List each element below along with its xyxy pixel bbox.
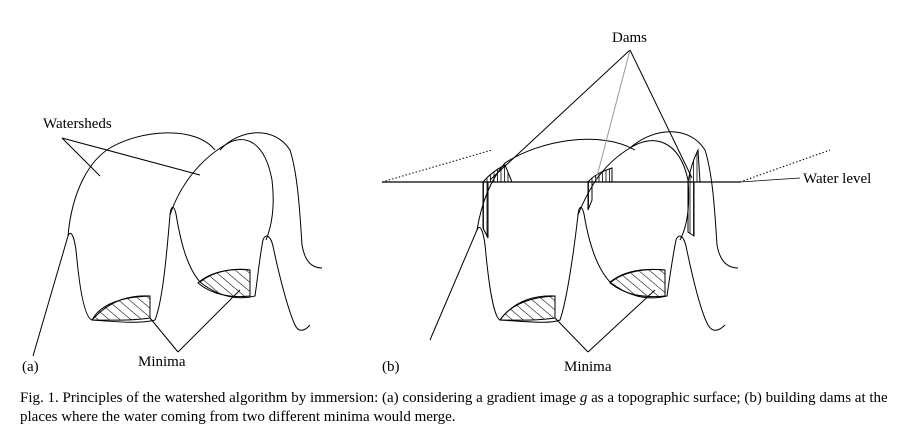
pointer-lines-b	[489, 49, 693, 353]
minimum-basin-a1	[91, 295, 151, 321]
label-water-level: Water level	[803, 171, 871, 187]
caption-part1: Fig. 1. Principles of the watershed algo…	[20, 390, 580, 406]
label-dams: Dams	[612, 30, 647, 46]
minimum-basin-a2	[197, 269, 251, 298]
label-minima-b: Minima	[564, 359, 612, 375]
water-level-plane	[381, 149, 831, 183]
terrain-back-ridge-b2	[577, 140, 690, 241]
caption-symbol-g: g	[579, 390, 588, 406]
terrain-back-ridge-b	[476, 138, 636, 231]
terrain-front-profile-a	[32, 206, 311, 357]
minimum-basin-b1	[499, 295, 556, 321]
dam-1	[481, 164, 513, 239]
minimum-basin-b2	[609, 269, 666, 298]
panel-b-terrain	[429, 131, 739, 341]
figure-caption: Fig. 1. Principles of the watershed algo…	[20, 389, 900, 427]
panel-a-terrain	[32, 132, 323, 357]
label-panel-b: (b)	[382, 359, 400, 375]
dam-2	[586, 167, 613, 211]
pointer-lines-a	[61, 137, 241, 353]
terrain-front-profile-b	[429, 206, 726, 341]
caption-part2: as a topographic surface; (b) building d…	[20, 390, 888, 425]
label-minima-a: Minima	[138, 354, 186, 370]
dam-3	[687, 148, 701, 237]
terrain-back-ridge-b3	[629, 131, 739, 269]
label-watersheds: Watersheds	[43, 116, 112, 132]
label-panel-a: (a)	[22, 359, 39, 375]
terrain-back-ridge-a2	[169, 139, 274, 241]
terrain-back-ridge-a	[67, 132, 216, 237]
terrain-back-ridge-a3	[219, 132, 323, 269]
